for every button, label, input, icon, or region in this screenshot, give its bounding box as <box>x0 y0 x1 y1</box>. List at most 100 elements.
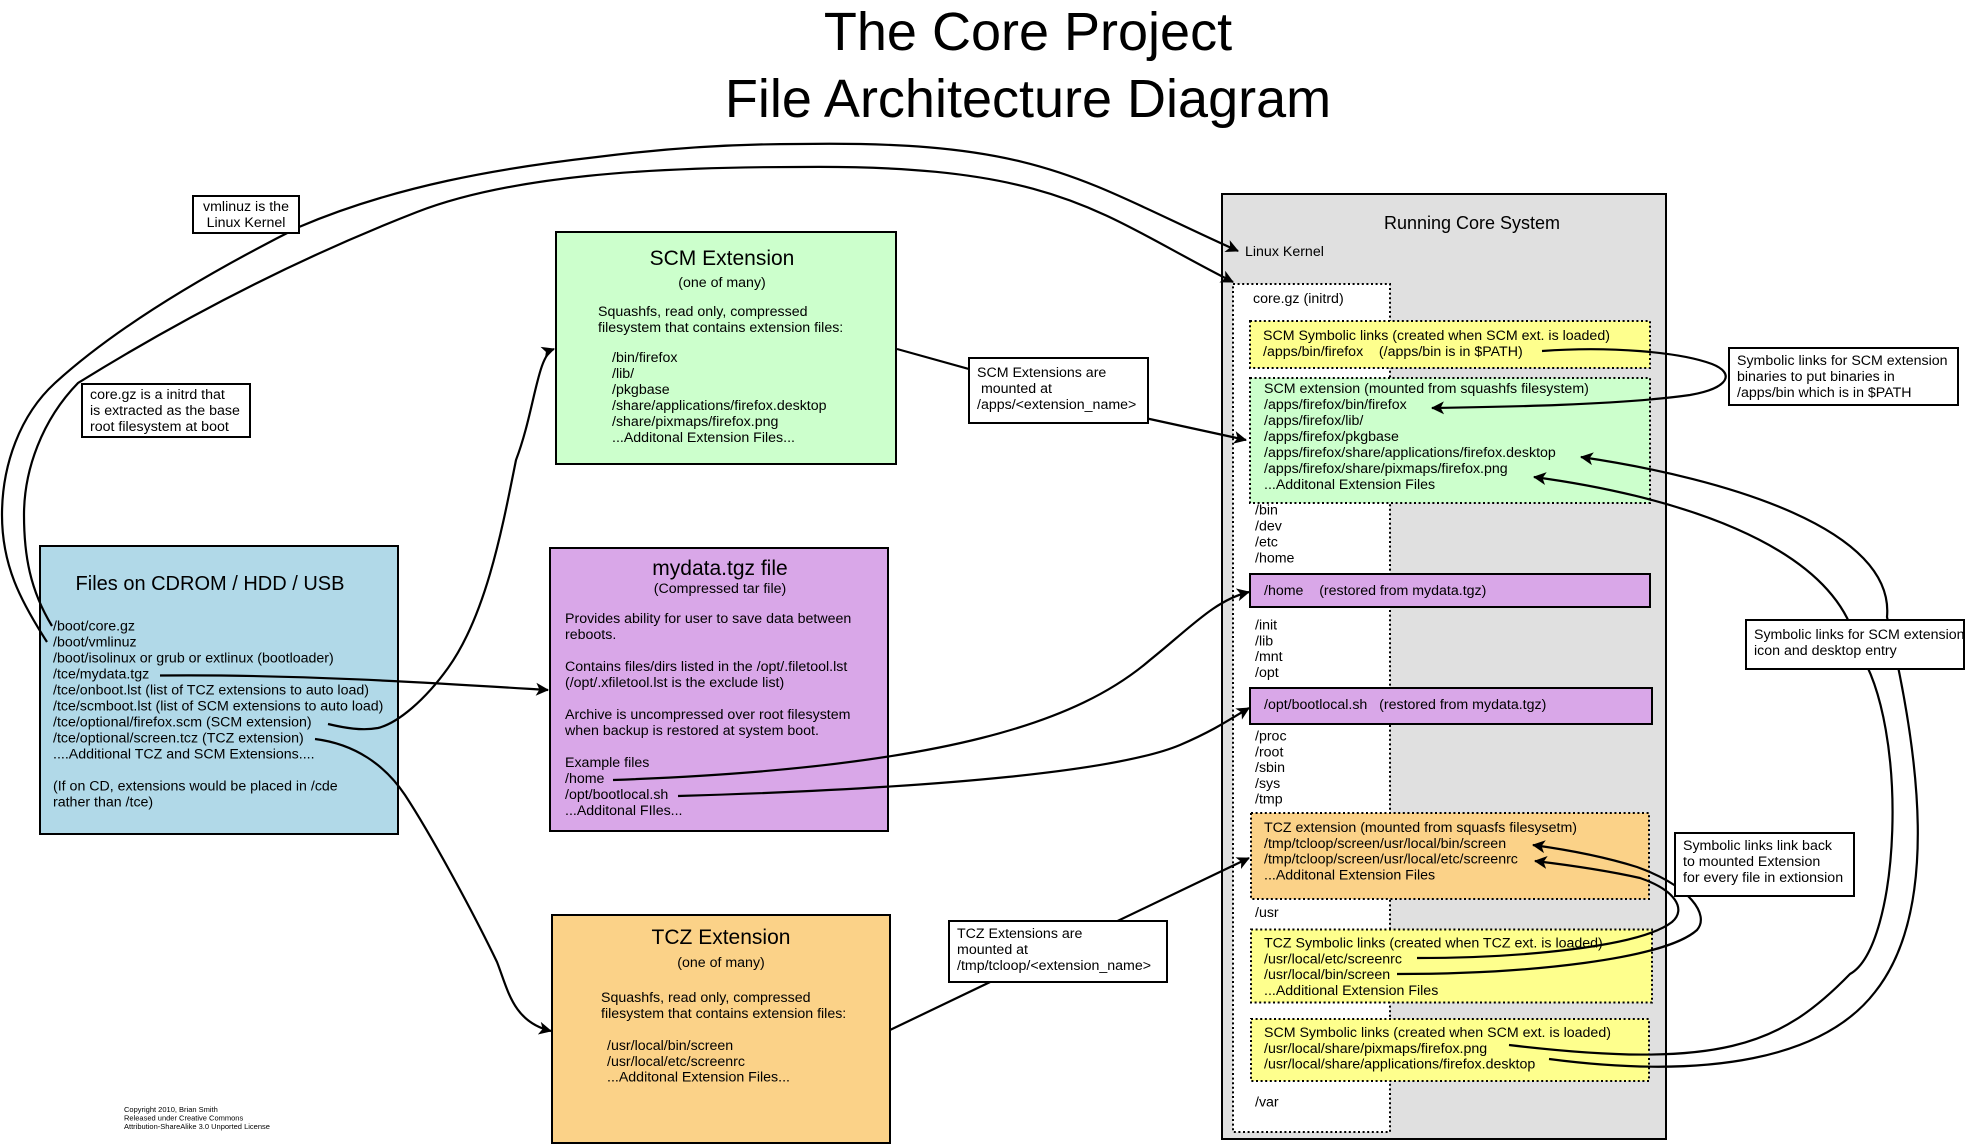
svg-text:TCZ Extension: TCZ Extension <box>652 926 791 949</box>
svg-text:when backup is restored at sys: when backup is restored at system boot. <box>564 723 819 739</box>
svg-text:Symbolic links link back: Symbolic links link back <box>1683 838 1833 854</box>
svg-text:Files on CDROM / HDD / USB: Files on CDROM / HDD / USB <box>76 573 345 595</box>
svg-text:/apps/firefox/bin/firefox: /apps/firefox/bin/firefox <box>1264 397 1407 413</box>
svg-text:/usr/local/share/pixmaps/firef: /usr/local/share/pixmaps/firefox.png <box>1264 1041 1487 1057</box>
svg-text:SCM Symbolic links (created wh: SCM Symbolic links (created when SCM ext… <box>1264 1025 1611 1041</box>
svg-text:/boot/isolinux or grub or extl: /boot/isolinux or grub or extlinux (boot… <box>53 651 334 667</box>
svg-text:/tce/onboot.lst (list of TCZ e: /tce/onboot.lst (list of TCZ extensions … <box>53 683 369 699</box>
svg-text:Archive is uncompressed over r: Archive is uncompressed over root filesy… <box>565 707 850 723</box>
svg-text:Squashfs, read only, compresse: Squashfs, read only, compressed <box>601 990 811 1006</box>
svg-text:/usr/local/etc/screenrc: /usr/local/etc/screenrc <box>607 1054 745 1070</box>
svg-text:...Additonal Extension Files..: ...Additonal Extension Files... <box>612 430 795 446</box>
svg-text:/tce/mydata.tgz: /tce/mydata.tgz <box>53 667 149 683</box>
svg-text:...Additonal Extension Files: ...Additonal Extension Files <box>1264 477 1435 493</box>
svg-text:/opt/bootlocal.sh (restored: /opt/bootlocal.sh (restored from mydata.… <box>1264 697 1546 713</box>
svg-text:/usr/local/etc/screenrc: /usr/local/etc/screenrc <box>1264 951 1402 967</box>
svg-text:is extracted as the base: is extracted as the base <box>90 403 240 419</box>
svg-text:/opt: /opt <box>1255 665 1279 681</box>
svg-text:/mnt: /mnt <box>1255 649 1283 665</box>
svg-text:rather than /tce): rather than /tce) <box>53 795 153 811</box>
svg-text:/apps/firefox/lib/: /apps/firefox/lib/ <box>1264 413 1363 429</box>
svg-text:/tmp/tcloop/<extension_name>: /tmp/tcloop/<extension_name> <box>957 958 1151 974</box>
svg-text:/tmp: /tmp <box>1255 792 1283 808</box>
svg-text:...Additional Extension Files: ...Additional Extension Files <box>1264 983 1438 999</box>
svg-text:SCM Extension: SCM Extension <box>650 247 795 270</box>
svg-text:/boot/vmlinuz: /boot/vmlinuz <box>53 635 137 651</box>
svg-text:(If on CD, extensions would be: (If on CD, extensions would be placed in… <box>53 779 338 795</box>
svg-text:Released under Creative Common: Released under Creative Commons <box>124 1114 243 1123</box>
svg-text:to mounted Extension: to mounted Extension <box>1683 854 1820 870</box>
svg-text:...Additonal Extension Files: ...Additonal Extension Files <box>1264 867 1435 883</box>
svg-text:/apps/firefox/share/applicatio: /apps/firefox/share/applications/firefox… <box>1264 445 1556 461</box>
svg-text:....Additional TCZ and SCM Ext: ....Additional TCZ and SCM Extensions...… <box>53 747 315 763</box>
svg-text:Linux Kernel: Linux Kernel <box>1245 244 1324 260</box>
svg-text:/usr/local/bin/screen: /usr/local/bin/screen <box>607 1038 733 1054</box>
svg-text:TCZ Extensions are: TCZ Extensions are <box>957 926 1082 942</box>
svg-text:/tce/optional/screen.tcz (TCZ: /tce/optional/screen.tcz (TCZ extension) <box>53 731 304 747</box>
svg-text:icon and desktop entry: icon and desktop entry <box>1754 643 1898 659</box>
svg-text:/apps/bin which is in $PATH: /apps/bin which is in $PATH <box>1737 385 1912 401</box>
svg-text:/apps/<extension_name>: /apps/<extension_name> <box>977 397 1136 413</box>
svg-text:File Architecture Diagram: File Architecture Diagram <box>725 69 1331 129</box>
svg-text:Attribution-ShareAlike 3.0 Unp: Attribution-ShareAlike 3.0 Unported Lice… <box>124 1122 270 1131</box>
svg-text:/apps/bin/firefox (/apps/bi: /apps/bin/firefox (/apps/bin is in $PATH… <box>1263 344 1523 360</box>
svg-text:/boot/core.gz: /boot/core.gz <box>53 619 135 635</box>
svg-text:/pkgbase: /pkgbase <box>612 382 670 398</box>
svg-text:Symbolic links for SCM extensi: Symbolic links for SCM extension <box>1754 627 1965 643</box>
svg-text:Contains files/dirs listed in: Contains files/dirs listed in the /opt/.… <box>565 659 847 675</box>
svg-text:core.gz (initrd): core.gz (initrd) <box>1253 291 1344 307</box>
svg-text:The Core Project: The Core Project <box>824 2 1232 62</box>
svg-text:reboots.: reboots. <box>565 627 616 643</box>
svg-text:filesystem that contains exten: filesystem that contains extension files… <box>601 1006 846 1022</box>
svg-text:vmlinuz is the: vmlinuz is the <box>203 199 289 215</box>
svg-text:/tmp/tcloop/screen/usr/local/b: /tmp/tcloop/screen/usr/local/bin/screen <box>1264 836 1506 852</box>
svg-text:/apps/firefox/share/pixmaps/fi: /apps/firefox/share/pixmaps/firefox.png <box>1264 461 1508 477</box>
svg-text:/share/applications/firefox.de: /share/applications/firefox.desktop <box>612 398 827 414</box>
svg-text:Copyright 2010, Brian Smith: Copyright 2010, Brian Smith <box>124 1105 218 1114</box>
svg-text:/lib: /lib <box>1255 633 1273 649</box>
svg-text:/dev: /dev <box>1255 519 1283 535</box>
svg-text:/bin: /bin <box>1255 503 1278 519</box>
svg-text:...Additonal Extension Files..: ...Additonal Extension Files... <box>607 1070 790 1086</box>
svg-text:Example files: Example files <box>565 755 649 771</box>
svg-text:Running Core System: Running Core System <box>1384 213 1560 233</box>
svg-text:/apps/firefox/pkgbase: /apps/firefox/pkgbase <box>1264 429 1399 445</box>
svg-text:/init: /init <box>1255 618 1277 634</box>
svg-text:Linux Kernel: Linux Kernel <box>207 215 286 231</box>
svg-text:/home: /home <box>1255 551 1295 567</box>
svg-text:/usr/local/share/applications/: /usr/local/share/applications/firefox.de… <box>1264 1057 1535 1073</box>
svg-text:(one of many): (one of many) <box>678 275 766 291</box>
svg-text:core.gz is a initrd that: core.gz is a initrd that <box>90 387 225 403</box>
svg-text:/tce/optional/firefox.scm (SCM: /tce/optional/firefox.scm (SCM extension… <box>53 715 312 731</box>
svg-text:Symbolic links for SCM extensi: Symbolic links for SCM extension <box>1737 353 1948 369</box>
svg-text:(Compressed tar file): (Compressed tar file) <box>654 581 786 597</box>
svg-text:/usr: /usr <box>1255 905 1279 921</box>
svg-text:Provides ability for user to s: Provides ability for user to save data b… <box>565 611 851 627</box>
svg-text:/sys: /sys <box>1255 776 1280 792</box>
svg-text:/lib/: /lib/ <box>612 366 634 382</box>
svg-text:TCZ extension (mounted from sq: TCZ extension (mounted from squasfs file… <box>1264 820 1577 836</box>
svg-text:/proc: /proc <box>1255 729 1287 745</box>
svg-text:filesystem that contains exten: filesystem that contains extension files… <box>598 320 843 336</box>
svg-text:/tmp/tcloop/screen/usr/local/e: /tmp/tcloop/screen/usr/local/etc/screenr… <box>1264 852 1518 868</box>
svg-text:/sbin: /sbin <box>1255 760 1285 776</box>
svg-text:mounted at: mounted at <box>977 381 1052 397</box>
svg-text:/var: /var <box>1255 1095 1279 1111</box>
svg-text:SCM Extensions are: SCM Extensions are <box>977 365 1106 381</box>
svg-text:/etc: /etc <box>1255 535 1278 551</box>
svg-text:/home: /home <box>565 771 605 787</box>
svg-text:/home (restored from mydata: /home (restored from mydata.tgz) <box>1264 583 1486 599</box>
svg-text:/share/pixmaps/firefox.png: /share/pixmaps/firefox.png <box>612 414 778 430</box>
svg-text:/usr/local/bin/screen: /usr/local/bin/screen <box>1264 967 1390 983</box>
svg-text:SCM extension (mounted from sq: SCM extension (mounted from squashfs fil… <box>1264 381 1589 397</box>
svg-text:mounted at: mounted at <box>957 942 1028 958</box>
svg-text:/bin/firefox: /bin/firefox <box>612 350 677 366</box>
svg-text:root filesystem at boot: root filesystem at boot <box>90 419 229 435</box>
svg-text:for every file in extionsion: for every file in extionsion <box>1683 870 1843 886</box>
svg-text:(/opt/.xfiletool.lst is the ex: (/opt/.xfiletool.lst is the exclude list… <box>565 675 784 691</box>
svg-text:/tce/scmboot.lst (list of SCM: /tce/scmboot.lst (list of SCM extensions… <box>53 699 383 715</box>
svg-text:TCZ Symbolic links (created wh: TCZ Symbolic links (created when TCZ ext… <box>1264 936 1603 952</box>
svg-text:/root: /root <box>1255 744 1283 760</box>
svg-text:/opt/bootlocal.sh: /opt/bootlocal.sh <box>565 787 668 803</box>
svg-text:mydata.tgz file: mydata.tgz file <box>652 557 787 580</box>
